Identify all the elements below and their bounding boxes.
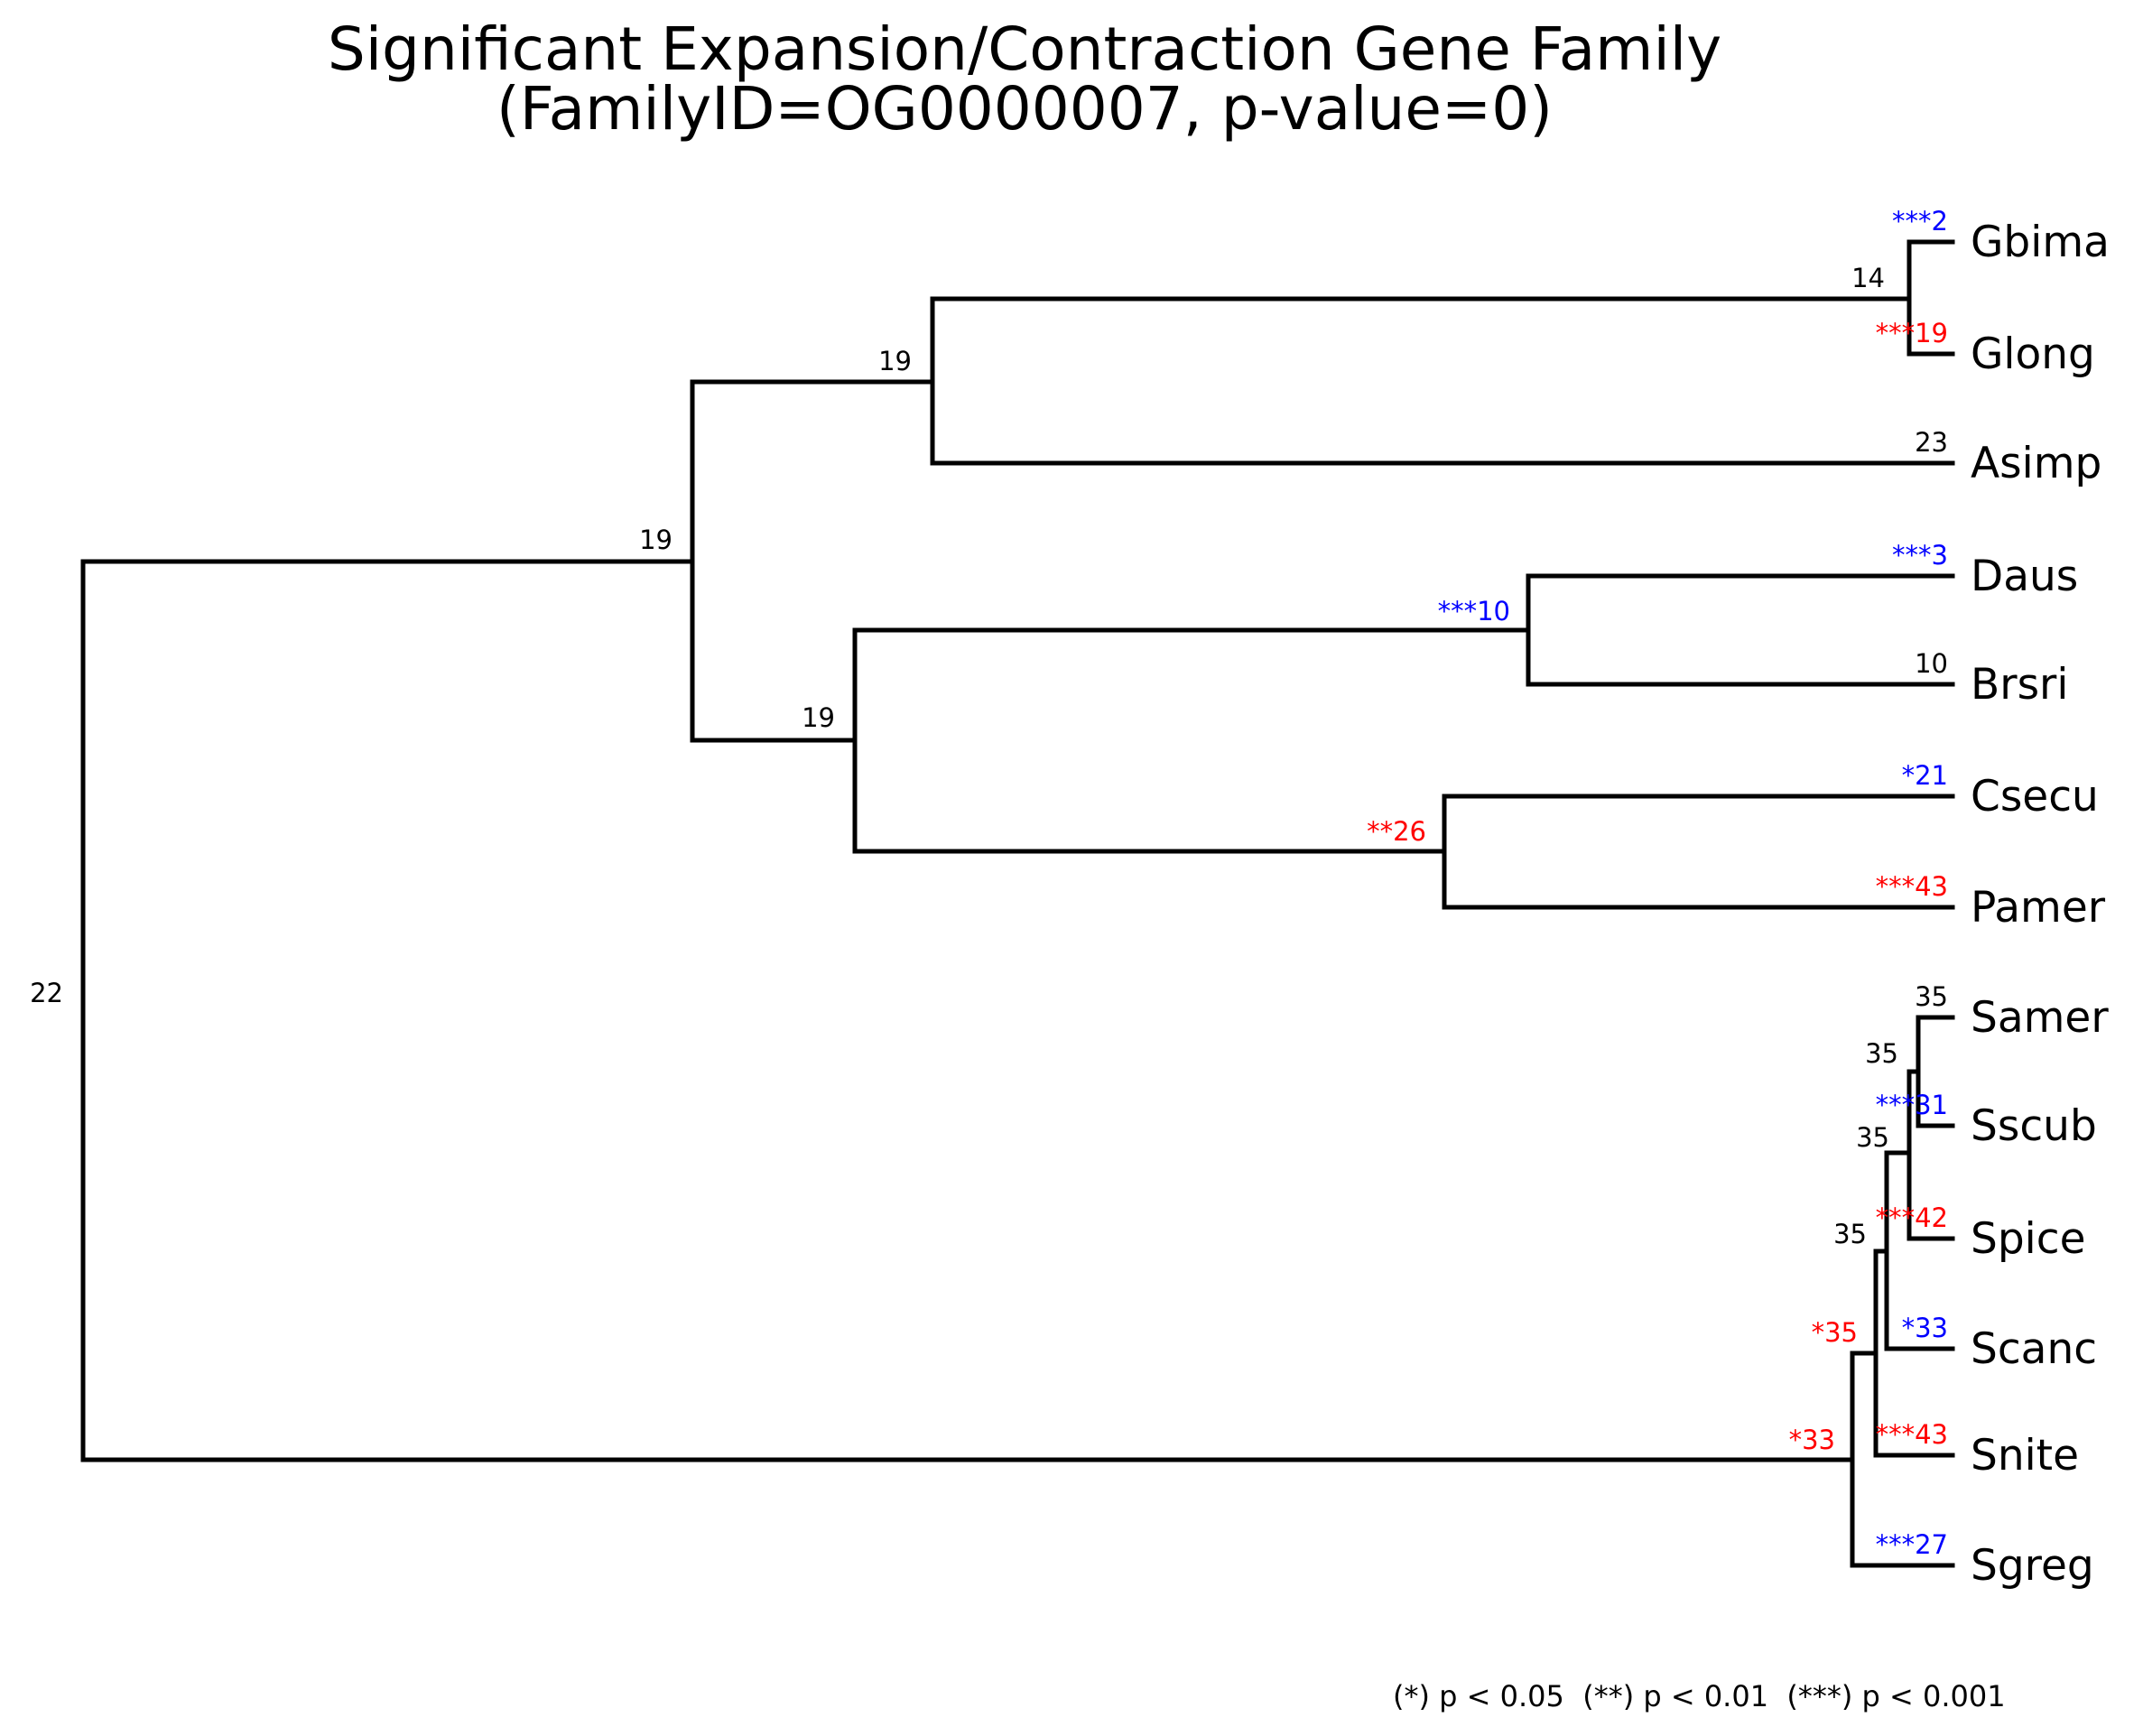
species-label-Brsri: Brsri: [1971, 660, 2068, 710]
leaf-count-label-Scanc: *33: [1902, 1313, 1948, 1343]
figure-title-line2: (FamilyID=OG0000007, p-value=0): [496, 74, 1553, 144]
species-label-Gbima: Gbima: [1971, 218, 2110, 267]
leaf-count-label-Asimp: 23: [1915, 427, 1948, 458]
node-count-label-csecu-pamer: **26: [1367, 816, 1426, 847]
species-label-Sgreg: Sgreg: [1971, 1541, 2094, 1591]
leaf-count-label-Pamer: ***43: [1876, 871, 1948, 902]
leaf-count-label-Daus: ***3: [1892, 540, 1948, 571]
leaf-count-label-Gbima: ***2: [1892, 206, 1948, 237]
leaf-count-label-Snite: ***43: [1876, 1419, 1948, 1450]
figure-title-line1: Significant Expansion/Contraction Gene F…: [328, 14, 1721, 84]
species-label-Scanc: Scanc: [1971, 1324, 2097, 1374]
species-label-Daus: Daus: [1971, 552, 2078, 601]
species-label-Pamer: Pamer: [1971, 883, 2106, 933]
species-label-Spice: Spice: [1971, 1214, 2085, 1264]
significance-legend: (*) p < 0.05 (**) p < 0.01 (***) p < 0.0…: [1393, 1679, 2006, 1713]
leaf-count-label-Glong: ***19: [1876, 318, 1948, 348]
node-count-label-gbima-asimp: 19: [878, 346, 912, 376]
leaf-count-label-Brsri: 10: [1915, 648, 1948, 679]
node-count-label-samer-scanc: 35: [1833, 1219, 1867, 1249]
node-count-label-samer-spice: 35: [1856, 1122, 1889, 1153]
species-label-Asimp: Asimp: [1971, 439, 2101, 488]
node-count-label-samer-sscub: 35: [1865, 1038, 1898, 1069]
species-label-Snite: Snite: [1971, 1431, 2079, 1481]
node-count-label-daus-brsri: ***10: [1438, 596, 1510, 627]
leaf-count-label-Samer: 35: [1915, 981, 1948, 1012]
species-label-Samer: Samer: [1971, 993, 2109, 1043]
species-label-Sscub: Sscub: [1971, 1101, 2097, 1151]
node-count-label-daus-pamer: 19: [802, 702, 835, 733]
leaf-count-label-Sscub: ***31: [1876, 1090, 1948, 1120]
species-label-Csecu: Csecu: [1971, 772, 2099, 822]
node-count-label-root: 22: [30, 978, 63, 1008]
tree-layer: 22 19 19 14 19 ***10 **26 35 35 35 *35 *33 ***2 Gbima…: [30, 206, 2110, 1591]
node-count-label-clade-bottom: *33: [1789, 1425, 1835, 1455]
node-count-label-clade-top: 19: [639, 525, 673, 555]
node-count-label-samer-snite: *35: [1812, 1317, 1858, 1348]
leaf-count-label-Csecu: *21: [1902, 760, 1948, 791]
node-count-label-gbima-glong: 14: [1851, 263, 1885, 293]
leaf-count-label-Sgreg: ***27: [1876, 1529, 1948, 1560]
species-label-Glong: Glong: [1971, 330, 2095, 379]
leaf-count-label-Spice: ***42: [1876, 1202, 1948, 1233]
